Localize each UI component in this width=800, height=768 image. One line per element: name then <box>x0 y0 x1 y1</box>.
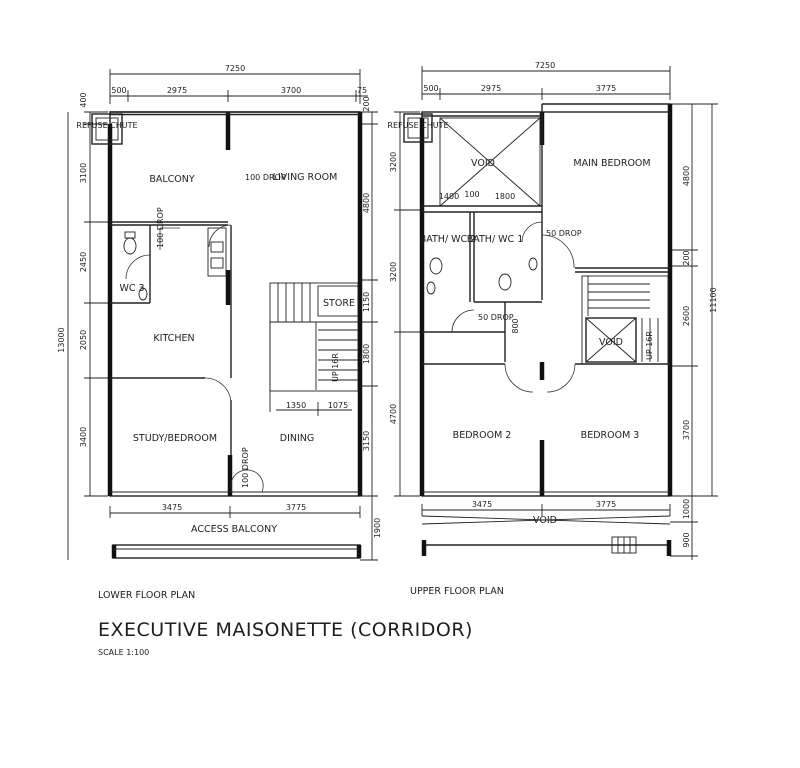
upper-dim-right-total: 11100 <box>709 287 718 312</box>
upper-room-void-stair: VOID <box>599 337 623 348</box>
lower-dim-left-c: 2450 <box>79 252 88 272</box>
upper-dim-top-total: 7250 <box>535 61 555 70</box>
upper-drop-bath2: 50 DROP <box>478 313 514 322</box>
lower-drop-wc: 100 DROP <box>156 207 165 248</box>
upper-drop-bath1: 50 DROP <box>546 229 582 238</box>
lower-room-balcony: BALCONY <box>149 174 195 185</box>
lower-dim-right-b: 4800 <box>362 193 371 213</box>
lower-dim-bottom-b: 3775 <box>286 503 306 512</box>
upper-dim-inner-a: 1400 <box>439 192 459 201</box>
upper-room-main-bedroom: MAIN BEDROOM <box>573 158 650 169</box>
lower-dim-inner-a: 1350 <box>286 401 306 410</box>
lower-dim-left-a: 400 <box>79 92 88 107</box>
lower-drop-entry: 100 DROP <box>241 447 250 488</box>
upper-dim-right-d: 3700 <box>682 420 691 440</box>
upper-dim-left-b: 3200 <box>389 262 398 282</box>
lower-dim-top-b: 2975 <box>167 86 187 95</box>
lower-access-balcony: ACCESS BALCONY <box>191 524 277 535</box>
lower-dim-top-c: 3700 <box>281 86 301 95</box>
upper-dim-left-a: 3200 <box>389 152 398 172</box>
lower-drop-living: 100 DROP <box>245 173 286 182</box>
upper-stair-text: UP 16R <box>645 331 654 360</box>
lower-dim-right-d: 1800 <box>362 344 371 364</box>
upper-room-void-bottom: VOID <box>533 515 557 526</box>
lower-room-store: STORE <box>323 298 355 309</box>
lower-floor-caption: LOWER FLOOR PLAN <box>98 590 195 601</box>
lower-dim-right-a: 200 <box>362 96 371 111</box>
lower-dim-left-b: 3100 <box>79 163 88 183</box>
upper-dim-inner-b: 100 <box>464 190 479 199</box>
upper-dim-bottom-b: 3775 <box>596 500 616 509</box>
drawing-title: EXECUTIVE MAISONETTE (CORRIDOR) <box>98 619 473 641</box>
lower-dim-left-e: 3400 <box>79 427 88 447</box>
upper-room-bath-wc1: BATH/ WC 1 <box>467 234 524 245</box>
upper-dim-top-b: 2975 <box>481 84 501 93</box>
lower-dim-top-d: 75 <box>357 86 367 95</box>
lower-dim-inner-b: 1075 <box>328 401 348 410</box>
upper-room-bath-wc2: BATH/ WC 2 <box>420 234 477 245</box>
upper-dim-inner-d: 800 <box>511 318 520 333</box>
upper-dim-right-a: 4800 <box>682 166 691 186</box>
upper-room-bedroom3: BEDROOM 3 <box>581 430 640 441</box>
lower-refuse-chute-label: REFUSE CHUTE <box>76 121 137 130</box>
lower-dim-top-a: 500 <box>111 86 126 95</box>
lower-dim-bottom-a: 3475 <box>162 503 182 512</box>
lower-dim-top-total: 7250 <box>225 64 245 73</box>
upper-room-void-top: VOID <box>471 158 495 169</box>
upper-dim-top-c: 3775 <box>596 84 616 93</box>
lower-dim-right-c: 1150 <box>362 292 371 312</box>
upper-room-bedroom2: BEDROOM 2 <box>453 430 512 441</box>
upper-refuse-chute-label: REFUSE CHUTE <box>387 121 448 130</box>
upper-floor-caption: UPPER FLOOR PLAN <box>410 586 504 597</box>
lower-dim-right-f: 1900 <box>373 518 382 538</box>
lower-floor-plan: 7250 500 2975 3700 75 400 3100 2450 2050… <box>57 64 382 561</box>
lower-room-study: STUDY/BEDROOM <box>133 433 217 444</box>
lower-dim-left-total: 13000 <box>57 327 66 352</box>
lower-room-kitchen: KITCHEN <box>153 333 194 344</box>
lower-dim-left-d: 2050 <box>79 330 88 350</box>
upper-dim-inner-c: 1800 <box>495 192 515 201</box>
scale-note: SCALE 1:100 <box>98 648 149 657</box>
lower-dim-right-e: 3150 <box>362 431 371 451</box>
upper-dim-left-c: 4700 <box>389 404 398 424</box>
upper-dim-right-b: 200 <box>682 250 691 265</box>
upper-dim-right-c: 2600 <box>682 306 691 326</box>
lower-room-living: LIVING ROOM <box>273 172 338 183</box>
lower-room-dining: DINING <box>280 433 315 444</box>
lower-stair-text: UP 16R <box>331 353 340 382</box>
upper-floor-plan: 7250 500 2975 3775 3200 3200 4700 4800 2… <box>387 61 718 560</box>
upper-dim-bottom-a: 3475 <box>472 500 492 509</box>
upper-dim-top-a: 500 <box>423 84 438 93</box>
upper-dim-right-f: 900 <box>682 532 691 547</box>
upper-dim-right-e: 1000 <box>682 499 691 519</box>
lower-room-wc3: WC 3 <box>119 283 144 294</box>
